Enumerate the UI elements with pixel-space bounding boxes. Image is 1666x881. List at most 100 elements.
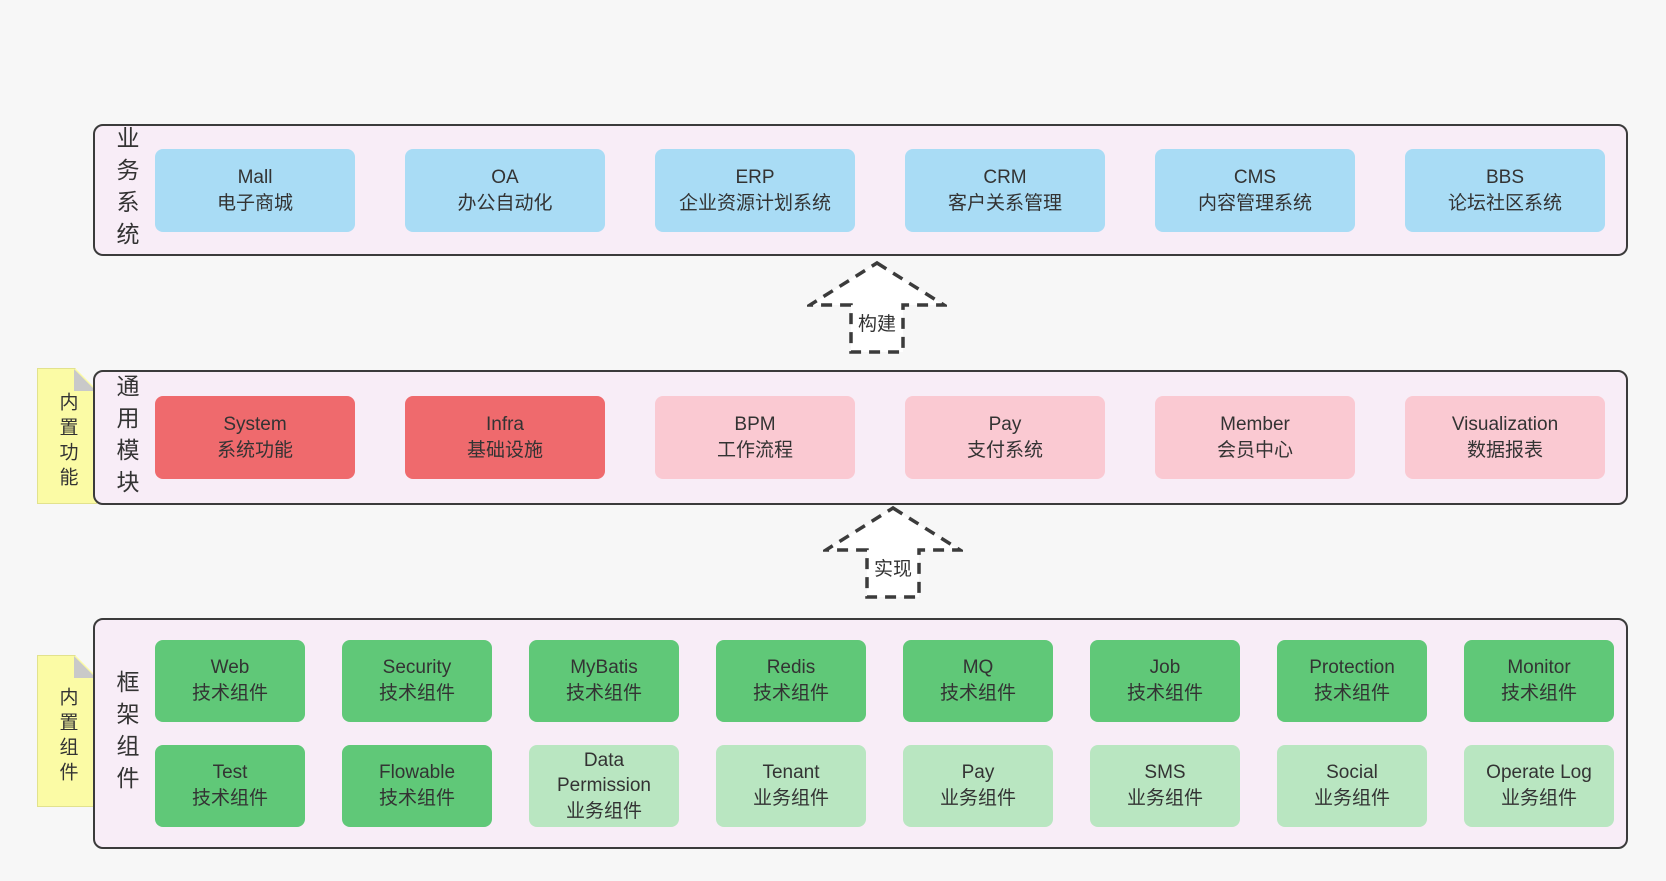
box-subtitle: 技术组件 (939, 683, 1016, 704)
dashed-up-arrow-icon (823, 505, 963, 599)
box-operate-log: Operate Log 业务组件 (1464, 745, 1614, 827)
box-title: Protection (1309, 657, 1395, 679)
box-subtitle: 技术组件 (378, 683, 455, 704)
box-title: CMS (1233, 166, 1277, 188)
box-subtitle: 客户关系管理 (947, 192, 1062, 214)
box-title: Infra (485, 413, 525, 435)
box-subtitle: 业务组件 (1126, 788, 1203, 809)
box-social: Social 业务组件 (1277, 745, 1427, 827)
box-subtitle: 技术组件 (1500, 683, 1577, 704)
box-data-permission: Data Permission 业务组件 (529, 745, 679, 827)
box-pay-component: Pay 业务组件 (903, 745, 1053, 827)
box-title: MQ (962, 657, 994, 679)
box-test: Test 技术组件 (155, 745, 305, 827)
box-subtitle: 业务组件 (1500, 788, 1577, 809)
box-subtitle: 工作流程 (716, 439, 793, 461)
box-subtitle: 技术组件 (378, 788, 455, 809)
up-arrow-implement: 实现 (823, 505, 963, 600)
box-title: Test (212, 762, 248, 784)
box-title: MyBatis (570, 657, 638, 679)
box-monitor: Monitor 技术组件 (1464, 640, 1614, 722)
box-subtitle: 业务组件 (565, 800, 642, 822)
band-label: 框架组件 (113, 669, 139, 798)
box-title: Monitor (1507, 657, 1571, 679)
box-title: Job (1149, 657, 1181, 679)
box-job: Job 技术组件 (1090, 640, 1240, 722)
box-subtitle: 技术组件 (565, 683, 642, 704)
box-subtitle: 论坛社区系统 (1447, 192, 1562, 214)
box-subtitle: 业务组件 (939, 788, 1016, 809)
box-tenant: Tenant 业务组件 (716, 745, 866, 827)
box-subtitle: 系统功能 (216, 439, 293, 461)
sticky-note-built-in-features: 内置功能 (37, 368, 97, 504)
box-member: Member 会员中心 (1155, 396, 1355, 479)
box-bbs: BBS 论坛社区系统 (1405, 149, 1605, 232)
box-subtitle: 技术组件 (1313, 683, 1390, 704)
box-subtitle: 电子商城 (216, 192, 293, 214)
box-subtitle: 办公自动化 (457, 192, 553, 214)
box-protection: Protection 技术组件 (1277, 640, 1427, 722)
box-mq: MQ 技术组件 (903, 640, 1053, 722)
box-title: Social (1326, 762, 1378, 784)
box-mall: Mall 电子商城 (155, 149, 355, 232)
band-label: 通用模块 (113, 373, 139, 502)
band-common-modules: 通用模块 System 系统功能 Infra 基础设施 BPM 工作流程 Pay… (93, 370, 1628, 505)
box-title: Tenant (762, 762, 820, 784)
box-subtitle: 技术组件 (1126, 683, 1203, 704)
box-crm: CRM 客户关系管理 (905, 149, 1105, 232)
box-title: CRM (983, 166, 1027, 188)
box-subtitle: 内容管理系统 (1197, 192, 1312, 214)
box-title: Security (382, 657, 452, 679)
box-subtitle: 数据报表 (1466, 439, 1543, 461)
box-title: Mall (237, 166, 273, 188)
box-oa: OA 办公自动化 (405, 149, 605, 232)
box-subtitle: 企业资源计划系统 (678, 192, 831, 214)
band-framework-components: 框架组件 Web 技术组件 Security 技术组件 MyBatis 技术组件… (93, 618, 1628, 849)
arrow-label: 实现 (870, 553, 916, 582)
box-subtitle: 业务组件 (752, 788, 829, 809)
box-sms: SMS 业务组件 (1090, 745, 1240, 827)
box-title: BPM (734, 413, 776, 435)
box-title: OA (491, 166, 519, 188)
box-title: Redis (766, 657, 816, 679)
box-title: Web (210, 657, 250, 679)
box-system: System 系统功能 (155, 396, 355, 479)
dashed-up-arrow-icon (807, 260, 947, 354)
box-title: System (223, 413, 287, 435)
arrow-label: 构建 (854, 308, 900, 337)
note-text: 内置组件 (56, 687, 78, 787)
box-subtitle: 业务组件 (1313, 788, 1390, 809)
box-redis: Redis 技术组件 (716, 640, 866, 722)
box-title: Visualization (1451, 413, 1559, 435)
box-subtitle: 支付系统 (966, 439, 1043, 461)
box-subtitle: 会员中心 (1216, 439, 1293, 461)
band-label: 业务系统 (113, 126, 139, 254)
box-flowable: Flowable 技术组件 (342, 745, 492, 827)
box-title: Operate Log (1486, 762, 1592, 784)
box-web: Web 技术组件 (155, 640, 305, 722)
box-title: ERP (735, 166, 775, 188)
box-title: Data Permission (557, 749, 651, 797)
note-text: 内置功能 (56, 392, 78, 492)
box-title: Pay (988, 413, 1022, 435)
band-business-systems: 业务系统 Mall 电子商城 OA 办公自动化 ERP 企业资源计划系统 CRM… (93, 124, 1628, 256)
box-subtitle: 技术组件 (191, 788, 268, 809)
box-bpm: BPM 工作流程 (655, 396, 855, 479)
up-arrow-build: 构建 (807, 260, 947, 355)
box-pay-module: Pay 支付系统 (905, 396, 1105, 479)
box-subtitle: 技术组件 (191, 683, 268, 704)
box-title: BBS (1485, 166, 1525, 188)
box-security: Security 技术组件 (342, 640, 492, 722)
box-title: Pay (961, 762, 995, 784)
box-title: Flowable (378, 762, 456, 784)
sticky-note-built-in-components: 内置组件 (37, 655, 97, 807)
box-title: SMS (1144, 762, 1186, 784)
box-mybatis: MyBatis 技术组件 (529, 640, 679, 722)
box-title: Member (1220, 413, 1290, 435)
box-subtitle: 技术组件 (752, 683, 829, 704)
box-visualization: Visualization 数据报表 (1405, 396, 1605, 479)
box-subtitle: 基础设施 (466, 439, 543, 461)
box-infra: Infra 基础设施 (405, 396, 605, 479)
box-erp: ERP 企业资源计划系统 (655, 149, 855, 232)
